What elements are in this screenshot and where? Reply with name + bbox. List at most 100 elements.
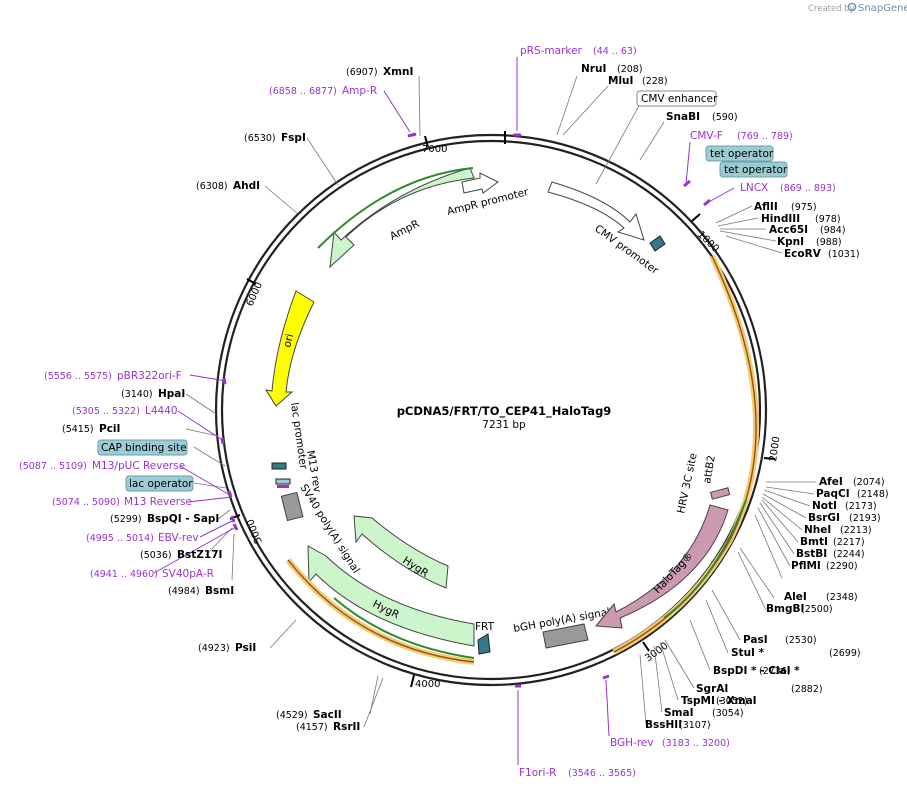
enzyme-pos: (2244): [833, 549, 865, 560]
enzyme-name: SmaI: [664, 707, 694, 719]
tick-4000: 4000: [415, 679, 440, 690]
enzyme-name: SgrAI: [696, 683, 728, 695]
primer-range: (5087 .. 5109): [19, 461, 87, 472]
enzyme-pos: (2736): [759, 666, 791, 677]
leader-lines: [185, 75, 816, 728]
enzyme-name: NheI: [804, 524, 831, 536]
enzyme-name: NruI: [581, 63, 606, 75]
enzyme-name: PciI: [99, 423, 120, 435]
tet-operator-marker: [649, 235, 666, 252]
lac-operator-marker: [275, 478, 291, 485]
enzyme-pos: (3140): [121, 389, 153, 400]
halotag-green-orf: [663, 499, 747, 619]
enzyme-pos: (4529): [276, 710, 308, 721]
enzyme-name: BstBI: [796, 548, 827, 560]
cap-binding-marker: [271, 462, 287, 470]
enzyme-name: BspDI * - ClaI *: [713, 665, 800, 677]
halotag-arrow: [595, 504, 729, 629]
enzyme-name: SacII: [313, 709, 342, 721]
enzyme-pos: (2074): [853, 477, 885, 488]
tick-2000: 2000: [768, 436, 782, 463]
primer-range: (6858 .. 6877): [269, 86, 337, 97]
enzyme-name: PsiI: [235, 642, 256, 654]
enzyme-name: MluI: [608, 75, 633, 87]
ori-arrow: [264, 290, 315, 407]
hygr-arrow-inner: [353, 515, 449, 589]
primer-range: (769 .. 789): [737, 131, 793, 142]
cap-binding-box: [97, 439, 188, 456]
enzyme-pos: (4157): [296, 722, 328, 733]
enzyme-pos: (5036): [140, 550, 172, 561]
enzyme-name: StuI *: [731, 647, 765, 659]
primer-name: M13 Reverse: [124, 496, 192, 508]
primer-range: (4941 .. 4960): [90, 569, 158, 580]
enzyme-pos: (975): [791, 202, 817, 213]
plasmid-name: pCDNA5/FRT/TO_CEP41_HaloTag9: [397, 404, 612, 419]
enzyme-name: FspI: [281, 132, 306, 144]
m13-marker: [277, 485, 289, 488]
primer-name: M13/pUC Reverse: [92, 460, 185, 472]
tick-3000: 3000: [643, 641, 670, 665]
enzyme-name: SnaBI: [666, 111, 700, 123]
primer-leaders: [153, 57, 735, 765]
enzyme-pos: (590): [712, 112, 738, 123]
enzyme-pos: (3107): [679, 720, 711, 731]
enzyme-name: HpaI: [158, 388, 185, 400]
primer-name: Amp-R: [342, 85, 377, 97]
enzyme-pos: (5299): [110, 514, 142, 525]
enzyme-name: PaqCI: [816, 488, 850, 500]
enzyme-pos: (1031): [828, 249, 860, 260]
primer-name: L4440: [145, 405, 178, 417]
hygr-orf: [287, 559, 475, 663]
enzyme-name: NotI: [812, 500, 837, 512]
plasmid-length: 7231 bp: [482, 419, 526, 431]
enzyme-pos: (2148): [857, 489, 889, 500]
tet-operator-box-1: [705, 145, 774, 162]
ampr-promoter-arrow: [461, 172, 499, 194]
primer-name: pRS-marker: [520, 45, 583, 57]
enzyme-pos: (2530): [785, 635, 817, 646]
enzyme-pos: (2348): [826, 592, 858, 603]
ampr-promoter-label: AmpR promoter: [446, 186, 531, 218]
snapgene-logo-icon: [847, 2, 857, 12]
enzyme-pos: (3054): [712, 708, 744, 719]
hygr-green-orf: [333, 597, 475, 659]
primer-name: LNCX: [740, 182, 768, 194]
enzyme-pos: (228): [642, 76, 668, 87]
primer-name: CMV-F: [690, 130, 723, 142]
enzyme-name: BspQI - SapI: [147, 513, 219, 525]
boxed-label: CAP binding site: [101, 442, 187, 454]
primer-range: (5074 .. 5090): [52, 497, 120, 508]
boxed-label: lac operator: [129, 478, 193, 490]
enzyme-name: RsrII: [333, 721, 360, 733]
boxed-label: tet operator: [710, 148, 774, 160]
enzyme-pos: (208): [617, 64, 643, 75]
credit-brand: SnapGene: [858, 3, 907, 14]
primer-name: pBR322ori-F: [117, 370, 182, 382]
enzyme-pos: (2500): [801, 604, 833, 615]
lac-operator-box: [125, 475, 194, 492]
primer-range: (5305 .. 5322): [72, 406, 140, 417]
enzyme-name: Acc65I: [769, 224, 808, 236]
enzyme-pos: (988): [816, 237, 842, 248]
enzyme-pos: (4984): [168, 586, 200, 597]
primer-range: (3183 .. 3200): [662, 738, 730, 749]
enzyme-name: BsrGI: [808, 512, 840, 524]
primer-name: BGH-rev: [610, 737, 654, 749]
enzyme-pos: (2173): [845, 501, 877, 512]
ampr-arrow: [329, 167, 475, 269]
enzyme-name: KpnI: [777, 236, 804, 248]
primer-range: (5556 .. 5575): [44, 371, 112, 382]
enzyme-name: AflII: [754, 201, 778, 213]
enzyme-pos: (4923): [198, 643, 230, 654]
primer-name: SV40pA-R: [162, 568, 214, 580]
enzyme-name: TspMI - XmaI: [681, 695, 757, 707]
enzyme-pos: (978): [815, 214, 841, 225]
boxed-label: tet operator: [724, 164, 788, 176]
backbone: [214, 133, 768, 687]
enzyme-pos: (6530): [244, 133, 276, 144]
enzyme-name: PasI: [743, 634, 768, 646]
primer-range: (3546 .. 3565): [568, 768, 636, 779]
cmv-enhancer-box: [636, 90, 717, 107]
enzyme-name: PflMI: [791, 560, 821, 572]
